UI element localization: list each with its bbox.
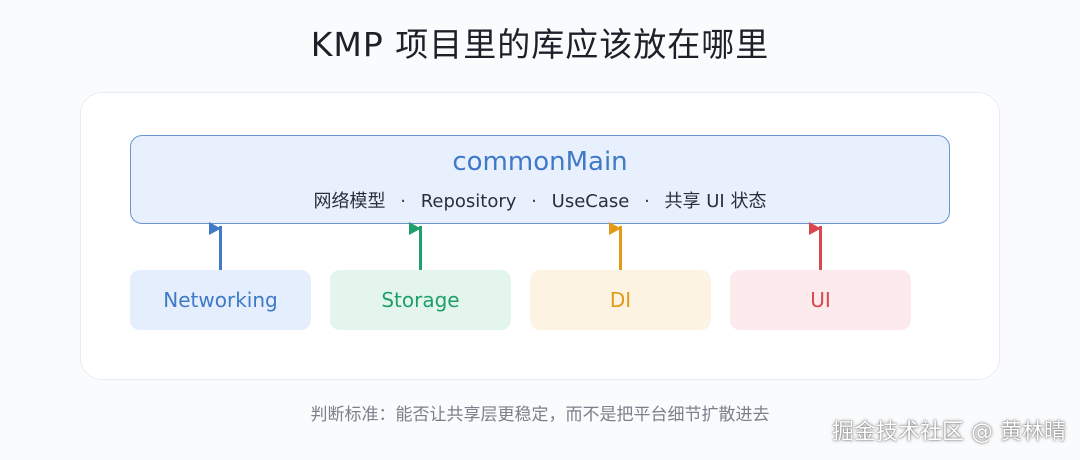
library-ui: UI (730, 270, 911, 330)
commonmain-title: commonMain (452, 147, 628, 177)
arrow-networking (209, 222, 222, 270)
commonmain-box: commonMain 网络模型 · Repository · UseCase ·… (130, 135, 950, 224)
arrow-ui (809, 222, 822, 270)
library-networking: Networking (130, 270, 311, 330)
library-di: DI (530, 270, 711, 330)
watermark: 掘金技术社区 @ 黄林晴 (832, 420, 1066, 445)
commonmain-contents: 网络模型 · Repository · UseCase · 共享 UI 状态 (131, 187, 949, 213)
separator-dot: · (531, 191, 537, 212)
footnote: 判断标准：能否让共享层更稳定，而不是把平台细节扩散进去 (310, 405, 770, 425)
arrow-storage (409, 222, 422, 270)
separator-dot: · (400, 191, 406, 212)
separator-dot: · (644, 191, 650, 212)
diagram-title: KMP 项目里的库应该放在哪里 (310, 25, 770, 64)
content-item-repository: Repository (420, 191, 517, 212)
content-item-shared-ui-state: 共享 UI 状态 (664, 191, 767, 212)
arrow-di (609, 222, 622, 270)
content-item-network-model: 网络模型 (313, 191, 386, 212)
library-storage: Storage (330, 270, 511, 330)
content-item-usecase: UseCase (551, 191, 630, 212)
